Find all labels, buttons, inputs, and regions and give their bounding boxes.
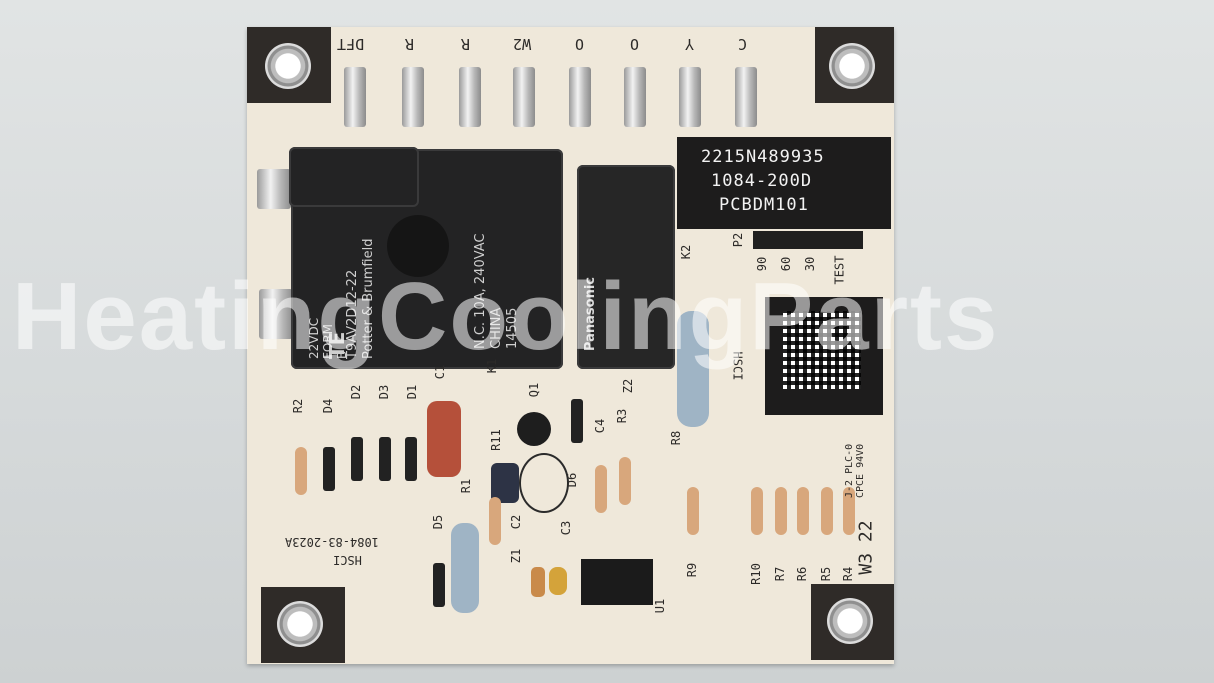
- jumper-label: P2: [731, 232, 746, 248]
- mounting-hole: [277, 601, 323, 647]
- board-part-number: 1084-83-2023A: [285, 535, 379, 549]
- diode-d6: [571, 399, 583, 443]
- corner-pad-bottom-right: [811, 584, 894, 660]
- terminal-label: DFT: [337, 35, 365, 53]
- designator-r8: R8: [669, 430, 684, 446]
- terminal-label: Y: [685, 35, 695, 53]
- spade-terminal: [459, 67, 481, 127]
- diode-d3: [379, 437, 391, 481]
- corner-pad-top-right: [815, 27, 894, 103]
- resistor-r2: [295, 447, 307, 495]
- resistor-r10: [751, 487, 763, 535]
- ic-u1: [581, 559, 653, 605]
- diode-d1: [405, 437, 417, 481]
- designator-d3: D3: [377, 384, 392, 400]
- board-cert-mark: J-2 PLC-0 CPCE 94V0: [844, 443, 866, 498]
- designator-r10: R10: [748, 563, 763, 585]
- spade-terminal: [624, 67, 646, 127]
- terminal-label: O: [630, 35, 640, 53]
- designator-r5: R5: [819, 566, 834, 582]
- terminal-label: C: [738, 35, 748, 53]
- circuit-board: DFT R R W2 O O Y C TE T9AV2D12-22 Potter…: [247, 27, 894, 664]
- designator-r6: R6: [795, 566, 810, 582]
- corner-pad-bottom-left: [261, 587, 345, 663]
- designator-r11: R11: [488, 429, 503, 451]
- terminal-label: O: [575, 35, 585, 53]
- designator-c2: C2: [509, 514, 524, 530]
- diode-d5: [433, 563, 445, 607]
- resistor-r6: [797, 487, 809, 535]
- designator-d2: D2: [349, 384, 364, 400]
- terminal-label: R: [461, 35, 471, 53]
- designator-r1: R1: [459, 478, 474, 494]
- diode-d2: [351, 437, 363, 481]
- side-terminal: [257, 169, 291, 209]
- resistor-c4: [595, 465, 607, 513]
- designator-q1: Q1: [527, 382, 542, 398]
- te-relay-top: [289, 147, 419, 207]
- timing-jumper: [753, 231, 863, 249]
- capacitor-c3: [549, 567, 567, 595]
- designator-d5: D5: [431, 514, 446, 530]
- designator-z2: Z2: [621, 378, 636, 394]
- designator-c3: C3: [559, 520, 574, 536]
- designator-c4: C4: [593, 418, 608, 434]
- designator-d6: D6: [565, 472, 580, 488]
- designator-u1: U1: [653, 598, 668, 614]
- capacitor-z1: [531, 567, 545, 597]
- corner-pad-top-left: [247, 27, 331, 103]
- designator-r9: R9: [685, 562, 700, 578]
- designator-r2: R2: [291, 398, 306, 414]
- transistor-q1: [517, 412, 551, 446]
- diode-d4: [323, 447, 335, 491]
- part-number: 2215N489935: [701, 147, 825, 167]
- spade-terminal: [679, 67, 701, 127]
- relay-k2-label: K2: [679, 244, 694, 260]
- hsci-mark-left: HSCI: [333, 553, 362, 567]
- resistor-r1: [451, 523, 479, 613]
- mounting-hole: [829, 43, 875, 89]
- spade-terminal: [513, 67, 535, 127]
- resistor-r9: [687, 487, 699, 535]
- capacitor-c2: [491, 463, 519, 503]
- resistor-r11: [489, 497, 501, 545]
- qr-code: [783, 311, 861, 389]
- board-code: PCBDM101: [719, 195, 809, 215]
- te-relay: TE T9AV2D12-22 Potter & Brumfield 22VDC …: [289, 147, 563, 369]
- qr-code-label: [765, 297, 883, 415]
- mounting-hole: [265, 43, 311, 89]
- capacitor-c1: [427, 401, 461, 477]
- designator-d4: D4: [321, 398, 336, 414]
- designator-z1: Z1: [509, 548, 524, 564]
- resistor-r8: [677, 311, 709, 427]
- resistor-r5: [821, 487, 833, 535]
- spade-terminal: [402, 67, 424, 127]
- mounting-hole: [827, 598, 873, 644]
- date-code: W3 22: [855, 520, 877, 575]
- model-number: 1084-200D: [711, 171, 813, 191]
- designator-r4: R4: [841, 566, 856, 582]
- designator-d1: D1: [405, 384, 420, 400]
- designator-r3: R3: [615, 408, 630, 424]
- panasonic-relay: Panasonic: [577, 165, 675, 369]
- watermark: HeatingCoolingParts: [12, 263, 1000, 370]
- spade-terminal: [569, 67, 591, 127]
- terminal-label: W2: [513, 35, 532, 53]
- resistor-r4: [843, 487, 855, 535]
- resistor-r3: [619, 457, 631, 505]
- part-label-block: 2215N489935 1084-200D PCBDM101: [677, 137, 891, 229]
- spade-terminal: [344, 67, 366, 127]
- terminal-label: R: [405, 35, 415, 53]
- resistor-r7: [775, 487, 787, 535]
- designator-r7: R7: [773, 566, 788, 582]
- spade-terminal: [735, 67, 757, 127]
- relay-cover-dot: [387, 215, 449, 277]
- side-terminal: [259, 289, 293, 339]
- capacitor-ring: [519, 453, 569, 513]
